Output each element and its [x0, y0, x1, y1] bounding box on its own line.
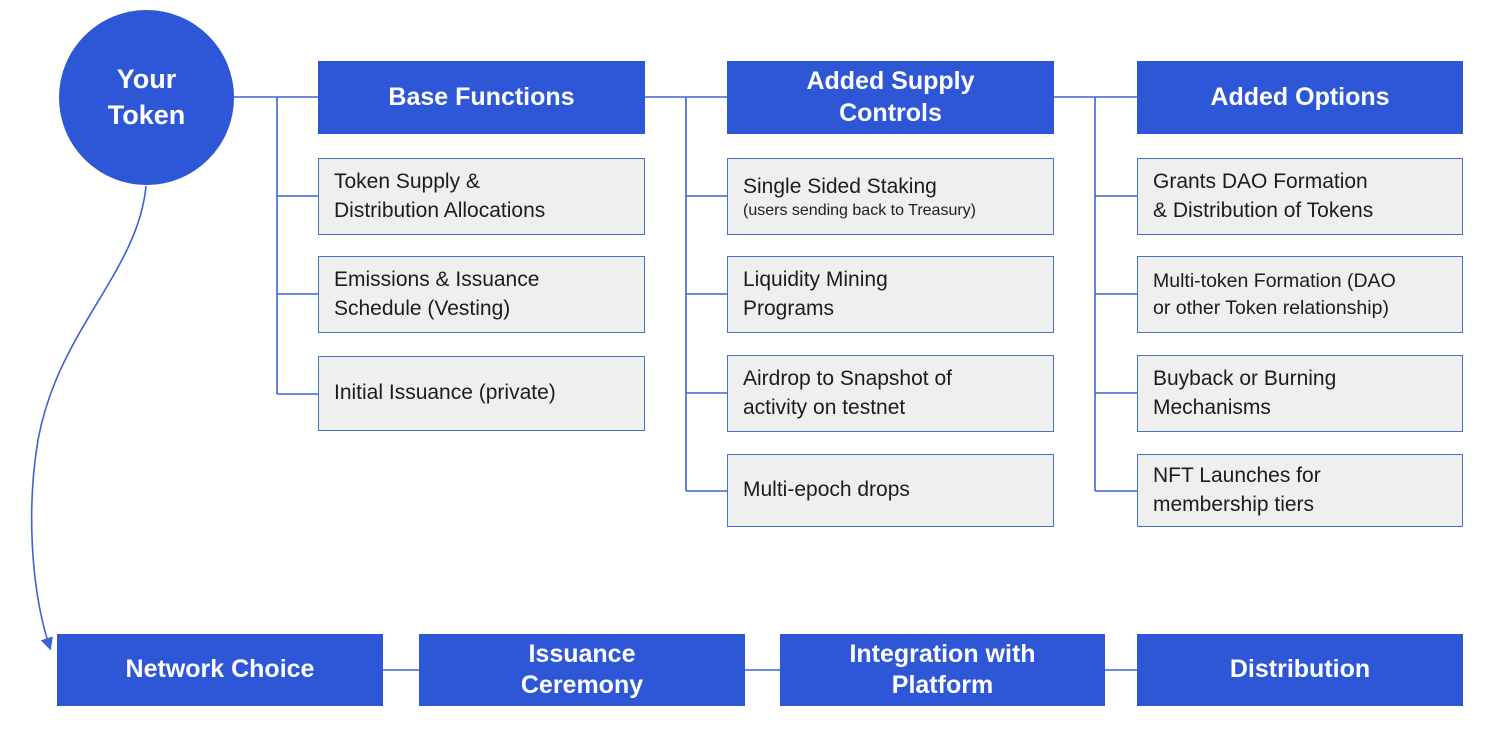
node-multi-token-formation: Multi-token Formation (DAO or other Toke… — [1137, 256, 1463, 333]
node-label: Initial Issuance (private) — [334, 381, 556, 405]
node-label: Integration with Platform — [849, 639, 1036, 699]
node-your-token-label: Your Token — [107, 64, 186, 130]
node-integration-with-platform: Integration with Platform — [780, 634, 1105, 706]
node-label: Multi-epoch drops — [743, 478, 910, 502]
node-distribution: Distribution — [1137, 634, 1463, 706]
header-added-supply-controls: Added Supply Controls — [727, 61, 1054, 134]
node-label: NFT Launches for membership tiers — [1153, 464, 1321, 516]
node-airdrop-to-snapshot: Airdrop to Snapshot of activity on testn… — [727, 355, 1054, 432]
node-multi-epoch-drops: Multi-epoch drops — [727, 454, 1054, 527]
node-liquidity-mining-programs: Liquidity Mining Programs — [727, 256, 1054, 333]
node-label: Token Supply & Distribution Allocations — [334, 170, 546, 222]
node-sublabel: (users sending back to Treasury) — [743, 201, 976, 219]
node-label: Multi-token Formation (DAO or other Toke… — [1153, 269, 1396, 319]
node-label: Network Choice — [125, 655, 315, 684]
curved-arrow — [30, 185, 147, 651]
node-label: Liquidity Mining Programs — [743, 268, 888, 320]
node-label: Single Sided Staking — [743, 174, 937, 198]
header-base-functions-label: Base Functions — [388, 82, 575, 111]
node-issuance-ceremony: Issuance Ceremony — [419, 634, 745, 706]
header-added-supply-controls-label: Added Supply Controls — [806, 67, 975, 127]
node-label: Issuance Ceremony — [520, 639, 644, 699]
node-label: Distribution — [1229, 655, 1371, 684]
node-nft-launches: NFT Launches for membership tiers — [1137, 454, 1463, 527]
header-added-options: Added Options — [1137, 61, 1463, 134]
header-base-functions: Base Functions — [318, 61, 645, 134]
node-grants-dao-formation: Grants DAO Formation & Distribution of T… — [1137, 158, 1463, 235]
node-label: Airdrop to Snapshot of activity on testn… — [743, 367, 952, 419]
node-label: Buyback or Burning Mechanisms — [1153, 367, 1337, 419]
node-initial-issuance: Initial Issuance (private) — [318, 356, 645, 431]
node-buyback-burning: Buyback or Burning Mechanisms — [1137, 355, 1463, 432]
node-token-supply-distribution: Token Supply & Distribution Allocations — [318, 158, 645, 235]
node-single-sided-staking: Single Sided Staking (users sending back… — [727, 158, 1054, 235]
node-emissions-issuance-schedule: Emissions & Issuance Schedule (Vesting) — [318, 256, 645, 333]
node-label: Grants DAO Formation & Distribution of T… — [1153, 170, 1374, 222]
header-added-options-label: Added Options — [1210, 82, 1390, 111]
node-your-token: Your Token — [59, 10, 234, 185]
node-network-choice: Network Choice — [57, 634, 383, 706]
node-label: Emissions & Issuance Schedule (Vesting) — [334, 268, 540, 320]
